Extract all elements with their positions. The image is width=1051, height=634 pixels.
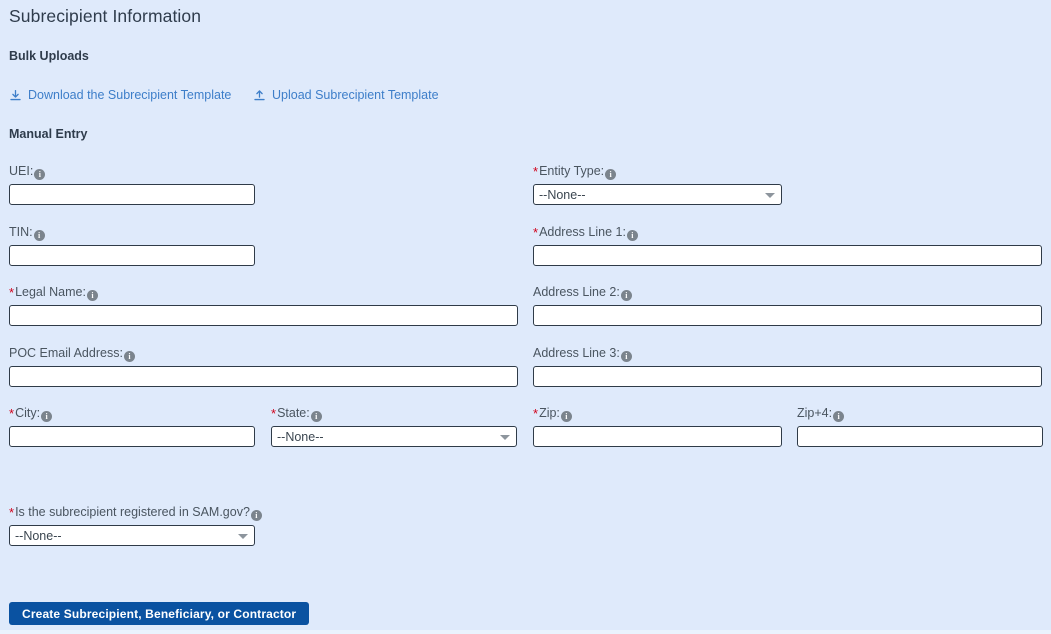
legal-name-label: *Legal Name:i	[9, 285, 518, 301]
city-input[interactable]	[9, 426, 255, 447]
poc-email-label-text: POC Email Address:	[9, 346, 123, 360]
download-subrecipient-template-link[interactable]: Download the Subrecipient Template	[9, 88, 231, 102]
uei-label-text: UEI:	[9, 164, 34, 178]
state-info-icon[interactable]: i	[310, 411, 322, 422]
zip-info-icon[interactable]: i	[560, 411, 572, 422]
sam-registered-selected-value[interactable]: --None--	[9, 525, 255, 546]
city-required-marker: *	[9, 406, 15, 421]
city-label-text: City:	[15, 406, 41, 420]
bulk-uploads-section-label: Bulk Uploads	[9, 49, 89, 63]
entity-type-selected-value[interactable]: --None--	[533, 184, 782, 205]
address-line-1-label: *Address Line 1:i	[533, 225, 1042, 241]
uei-label: UEI:i	[9, 164, 255, 180]
zip-required-marker: *	[533, 406, 539, 421]
address-line-3-label: Address Line 3:i	[533, 346, 1042, 362]
upload-subrecipient-template-label: Upload Subrecipient Template	[272, 88, 439, 102]
field-poc-email: POC Email Address:i	[9, 346, 518, 387]
address-line-1-info-icon[interactable]: i	[626, 230, 638, 241]
field-address-line-2: Address Line 2:i	[533, 285, 1042, 326]
address-line-1-required-marker: *	[533, 225, 539, 240]
state-select[interactable]: --None--	[271, 426, 517, 447]
zip-input[interactable]	[533, 426, 782, 447]
address-line-2-label-text: Address Line 2:	[533, 285, 620, 299]
city-info-icon[interactable]: i	[41, 411, 53, 422]
sam-registered-required-marker: *	[9, 505, 15, 520]
field-uei: UEI:i	[9, 164, 255, 205]
field-zip4: Zip+4:i	[797, 406, 1043, 447]
download-subrecipient-template-label: Download the Subrecipient Template	[28, 88, 232, 102]
state-label-text: State:	[277, 406, 310, 420]
legal-name-required-marker: *	[9, 285, 15, 300]
legal-name-input[interactable]	[9, 305, 518, 326]
zip4-info-icon[interactable]: i	[833, 411, 845, 422]
zip-label: *Zip:i	[533, 406, 782, 422]
poc-email-info-icon[interactable]: i	[123, 351, 135, 362]
field-sam-registered: *Is the subrecipient registered in SAM.g…	[9, 505, 262, 546]
upload-icon	[253, 89, 266, 102]
zip-label-text: Zip:	[539, 406, 560, 420]
uei-info-icon[interactable]: i	[34, 169, 46, 180]
address-line-2-input[interactable]	[533, 305, 1042, 326]
sam-registered-info-icon[interactable]: i	[250, 510, 262, 521]
poc-email-label: POC Email Address:i	[9, 346, 518, 362]
manual-entry-section-label: Manual Entry	[9, 127, 88, 141]
address-line-3-input[interactable]	[533, 366, 1042, 387]
entity-type-label-text: Entity Type:	[539, 164, 605, 178]
create-subrecipient-button[interactable]: Create Subrecipient, Beneficiary, or Con…	[9, 602, 310, 625]
state-selected-value[interactable]: --None--	[271, 426, 517, 447]
legal-name-info-icon[interactable]: i	[86, 290, 98, 301]
sam-registered-select[interactable]: --None--	[9, 525, 255, 546]
field-address-line-1: *Address Line 1:i	[533, 225, 1042, 266]
address-line-3-label-text: Address Line 3:	[533, 346, 620, 360]
address-line-3-info-icon[interactable]: i	[620, 351, 632, 362]
field-tin: TIN:i	[9, 225, 255, 266]
state-label: *State:i	[271, 406, 517, 422]
zip4-label-text: Zip+4:	[797, 406, 833, 420]
legal-name-label-text: Legal Name:	[15, 285, 86, 299]
entity-type-info-icon[interactable]: i	[605, 169, 617, 180]
address-line-1-label-text: Address Line 1:	[539, 225, 626, 239]
city-label: *City:i	[9, 406, 255, 422]
tin-info-icon[interactable]: i	[33, 230, 45, 241]
poc-email-input[interactable]	[9, 366, 518, 387]
address-line-2-label: Address Line 2:i	[533, 285, 1042, 301]
state-required-marker: *	[271, 406, 277, 421]
tin-input[interactable]	[9, 245, 255, 266]
entity-type-label: *Entity Type:i	[533, 164, 782, 180]
field-city: *City:i	[9, 406, 255, 447]
address-line-2-info-icon[interactable]: i	[620, 290, 632, 301]
entity-type-required-marker: *	[533, 164, 539, 179]
tin-label-text: TIN:	[9, 225, 33, 239]
uei-input[interactable]	[9, 184, 255, 205]
sam-registered-label: *Is the subrecipient registered in SAM.g…	[9, 505, 262, 521]
field-address-line-3: Address Line 3:i	[533, 346, 1042, 387]
tin-label: TIN:i	[9, 225, 255, 241]
field-zip: *Zip:i	[533, 406, 782, 447]
zip4-label: Zip+4:i	[797, 406, 1043, 422]
zip4-input[interactable]	[797, 426, 1043, 447]
upload-subrecipient-template-link[interactable]: Upload Subrecipient Template	[253, 88, 439, 102]
field-entity-type: *Entity Type:i --None--	[533, 164, 782, 205]
field-state: *State:i --None--	[271, 406, 517, 447]
download-icon	[9, 89, 22, 102]
page-title: Subrecipient Information	[9, 6, 202, 26]
entity-type-select[interactable]: --None--	[533, 184, 782, 205]
address-line-1-input[interactable]	[533, 245, 1042, 266]
bottom-divider	[0, 630, 1051, 634]
field-legal-name: *Legal Name:i	[9, 285, 518, 326]
sam-registered-label-text: Is the subrecipient registered in SAM.go…	[15, 505, 250, 519]
